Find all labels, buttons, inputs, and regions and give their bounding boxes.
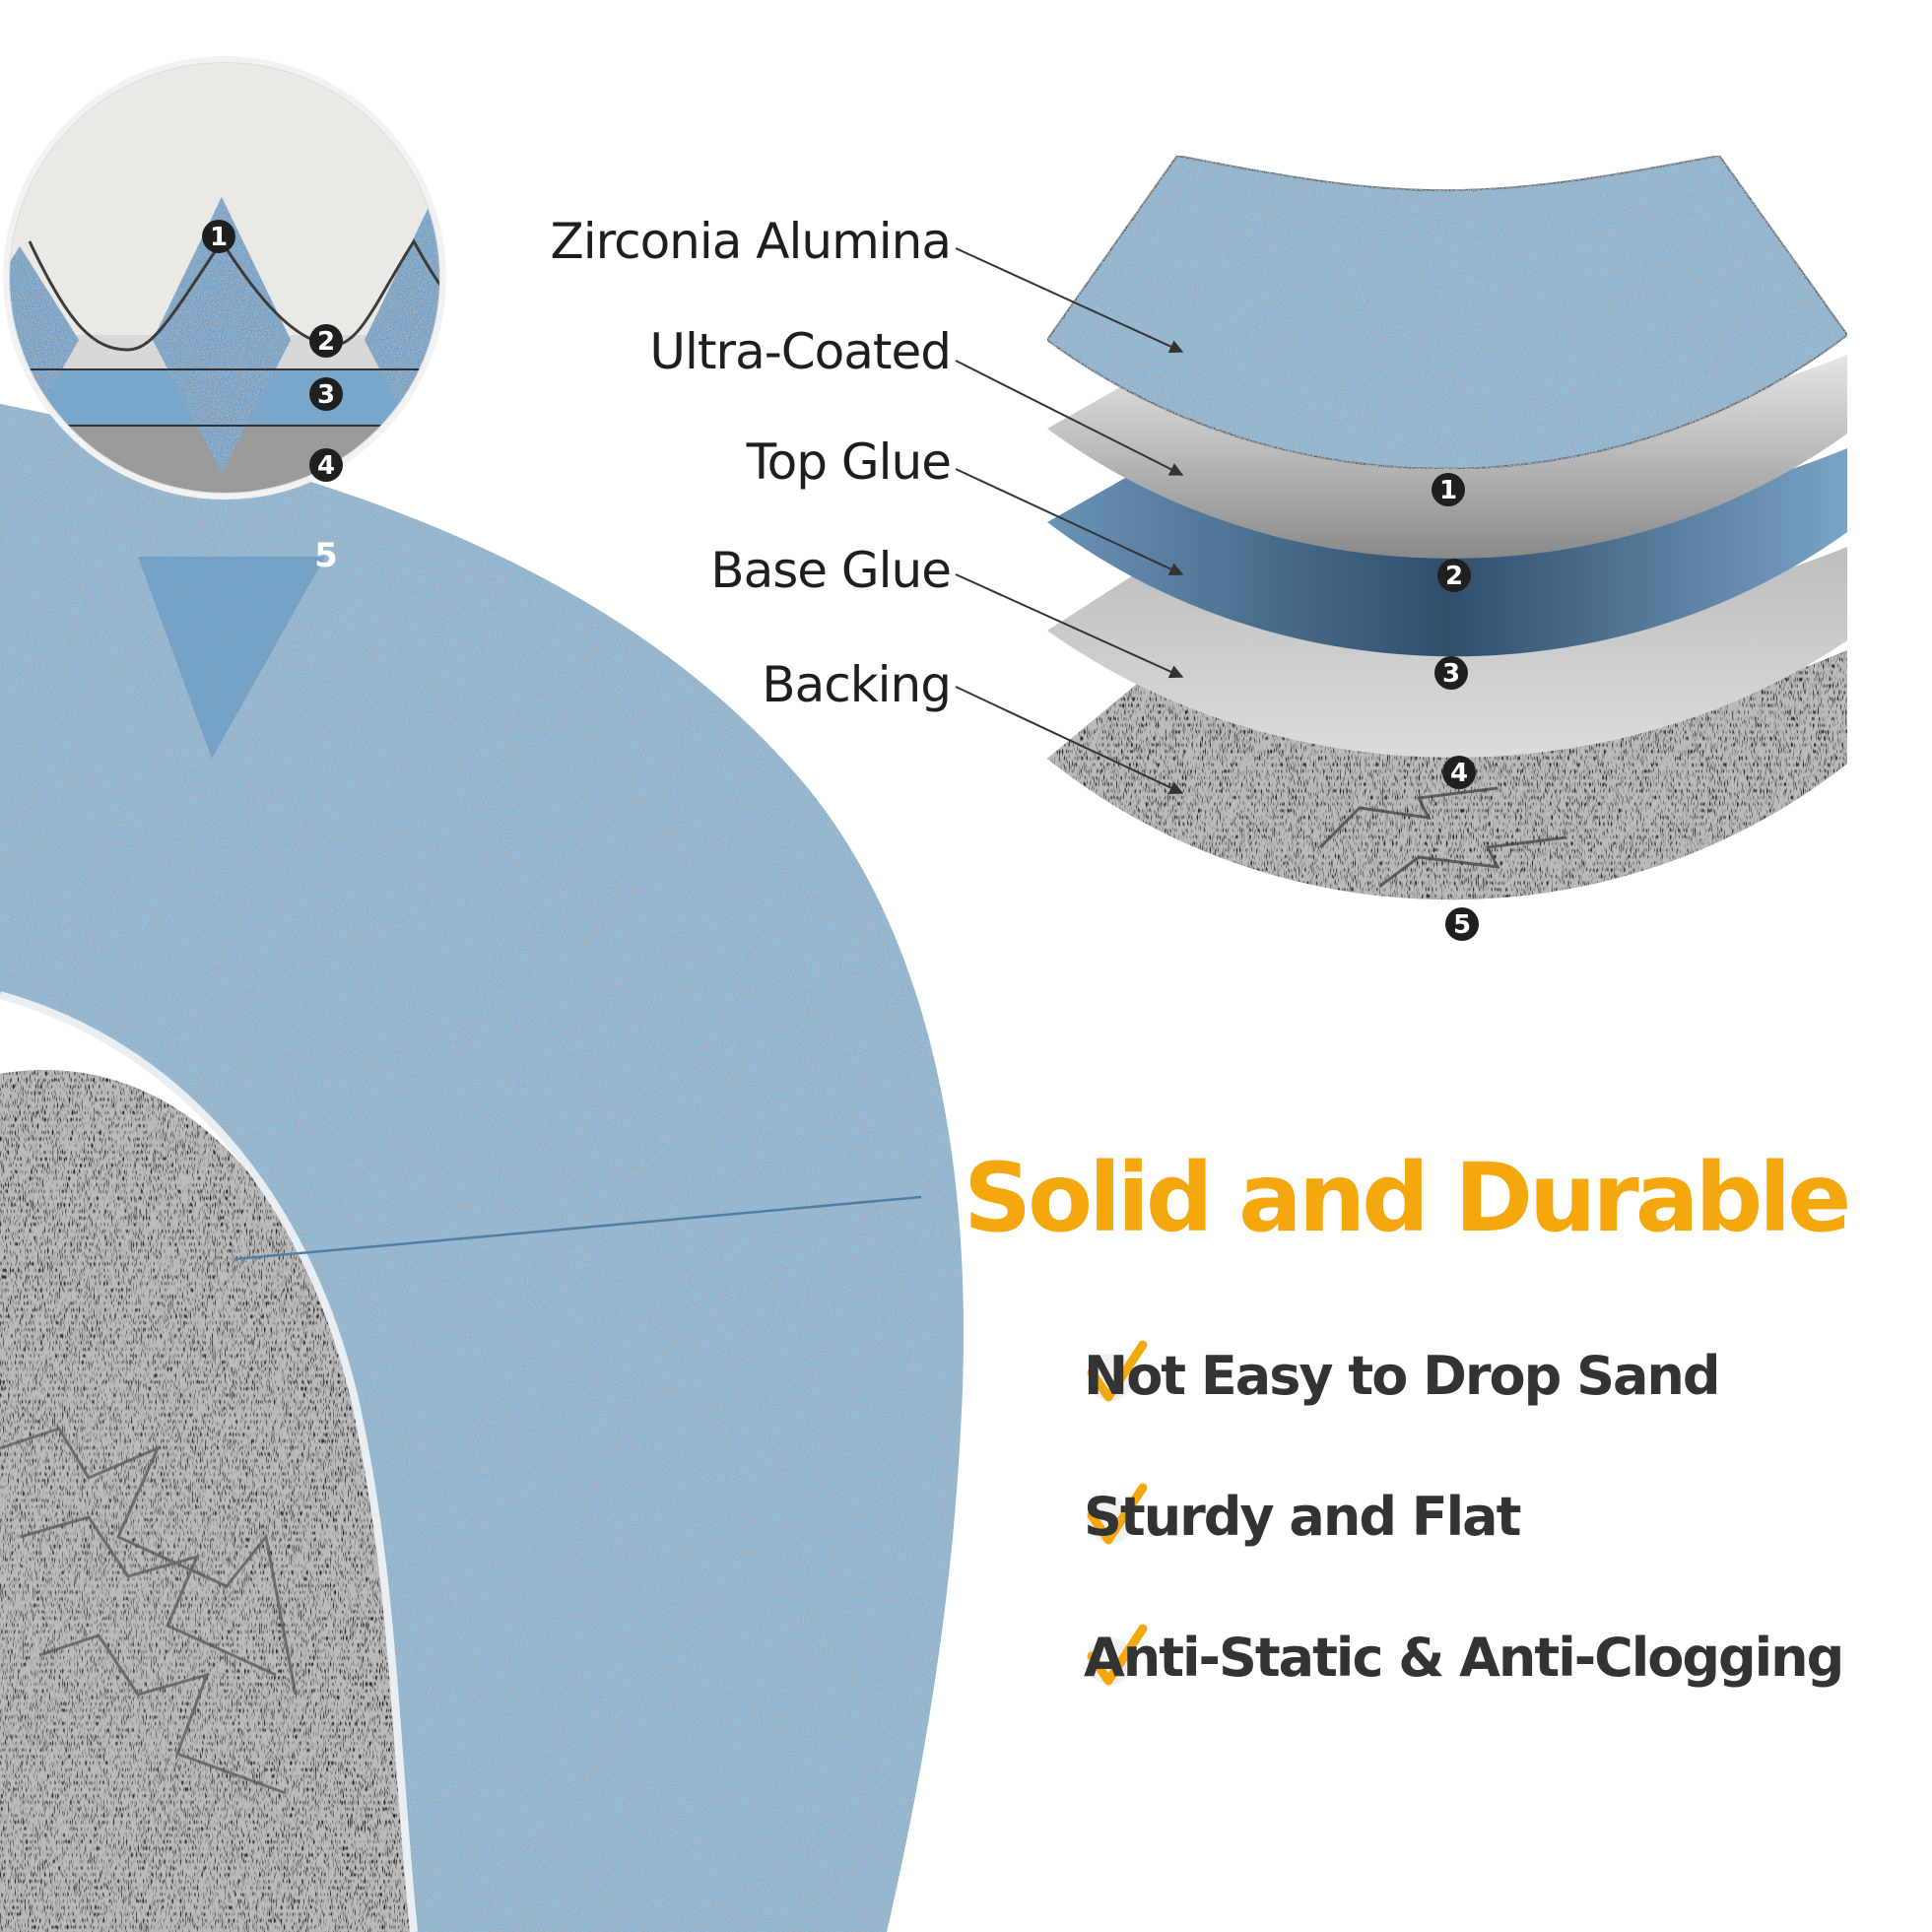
- magnifier-badge-1: 1: [210, 223, 228, 252]
- sanding-belt: [0, 404, 964, 1932]
- stack-badge-4: 4: [1450, 759, 1468, 788]
- magnifier-badge-4: 4: [317, 451, 335, 481]
- belt-seam: [233, 1195, 922, 1261]
- headline: Solid and Durable: [964, 1143, 1851, 1253]
- belt-backing-inside: [0, 1070, 414, 1932]
- stack-badge-2: 2: [1445, 562, 1463, 591]
- magnifier-badge-2: 2: [317, 327, 335, 357]
- magnifier-pointer: [138, 557, 325, 759]
- label-zirconia-alumina: Zirconia Alumina: [550, 213, 952, 270]
- layer-1-zirconia-alumina: [1045, 154, 1849, 470]
- magnifier-badge-5: 5: [314, 536, 338, 575]
- label-backing: Backing: [762, 656, 952, 713]
- layer-stack: 1 2 3 4 5: [1045, 154, 1849, 941]
- stack-badge-3: 3: [1442, 659, 1460, 689]
- check-icon: [1087, 1483, 1148, 1545]
- feature-text: Sturdy and Flat: [1084, 1486, 1521, 1548]
- magnifier-badge-3: 3: [317, 380, 335, 410]
- feature-item: Anti-Static & Anti-Clogging: [1084, 1627, 1844, 1689]
- check-icon: [1087, 1624, 1148, 1686]
- feature-item: Sturdy and Flat: [1084, 1486, 1521, 1548]
- backing-arrow-pattern: [0, 1427, 298, 1795]
- label-top-glue: Top Glue: [746, 433, 952, 491]
- feature-text: Anti-Static & Anti-Clogging: [1084, 1627, 1844, 1689]
- feature-text: Not Easy to Drop Sand: [1084, 1345, 1721, 1407]
- magnifier-badges: 1 2 3 4 5: [202, 220, 343, 575]
- stack-badge-5: 5: [1453, 910, 1471, 940]
- magnifier-cross-section: 1 2 3 4 5: [3, 56, 446, 575]
- feature-item: Not Easy to Drop Sand: [1084, 1345, 1721, 1407]
- leader-lines: [955, 247, 1184, 794]
- check-icons: [1087, 1340, 1148, 1686]
- check-icon: [1087, 1340, 1148, 1402]
- stack-badges: 1 2 3 4 5: [1432, 473, 1479, 941]
- label-ultra-coated: Ultra-Coated: [649, 323, 952, 380]
- label-base-glue: Base Glue: [710, 542, 952, 599]
- stack-badge-1: 1: [1439, 476, 1457, 505]
- belt-grit-face: [0, 404, 964, 1932]
- belt-edge: [0, 991, 418, 1932]
